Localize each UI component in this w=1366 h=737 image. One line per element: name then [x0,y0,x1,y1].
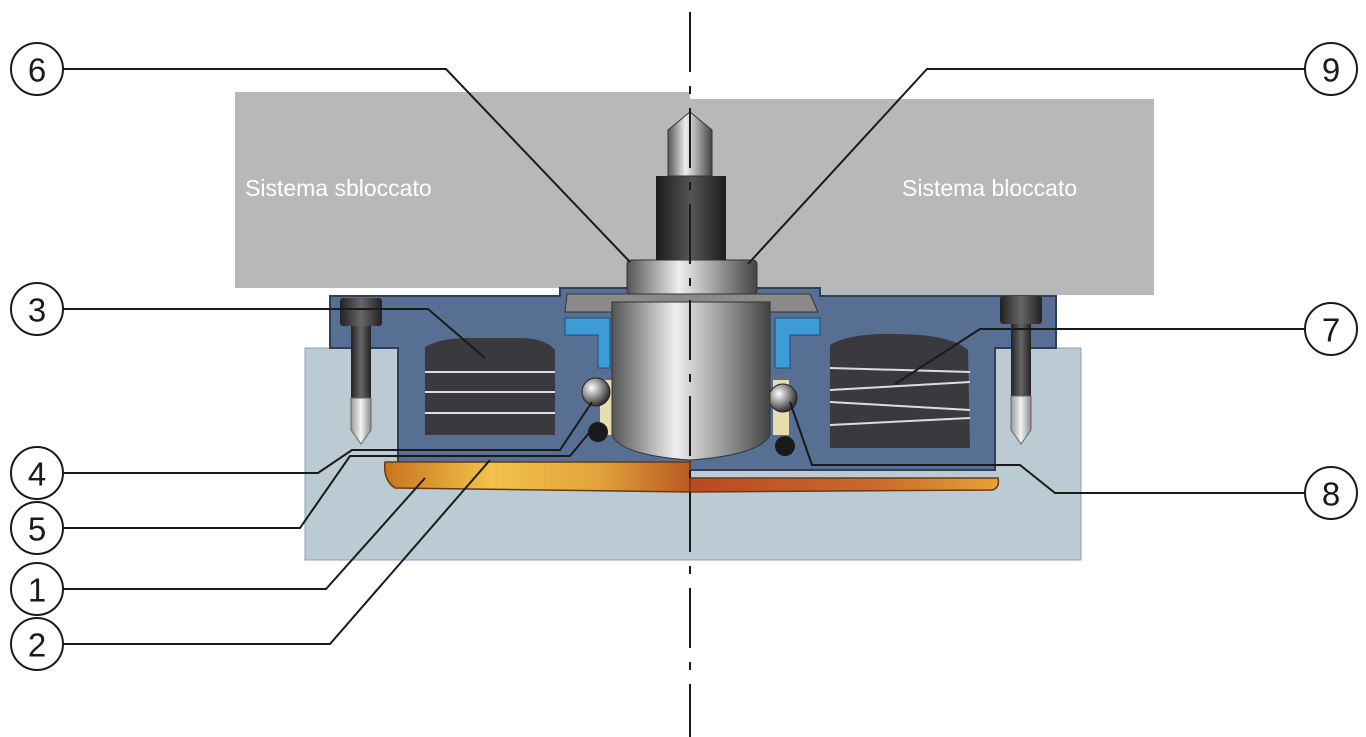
svg-text:9: 9 [1322,52,1340,89]
pallet-left [235,92,690,288]
callout-1: 1 [10,562,64,616]
callout-7: 7 [1304,302,1358,356]
svg-text:5: 5 [28,511,46,548]
right-panel-label: Sistema bloccato [902,175,1077,201]
lock-ball-left [581,377,611,407]
svg-text:8: 8 [1322,476,1340,513]
piston-chamber-right [689,477,1000,493]
spring-right [829,333,971,448]
callout-6: 6 [10,42,64,96]
svg-text:6: 6 [28,52,46,89]
callout-8: 8 [1304,466,1358,520]
callout-4: 4 [10,446,64,500]
callout-9: 9 [1304,42,1358,96]
svg-text:3: 3 [28,292,46,329]
seal-left [564,317,611,369]
leader-5 [63,421,599,529]
svg-text:7: 7 [1322,312,1340,349]
leader-6 [63,68,631,263]
leader-9 [747,68,1305,265]
seal-right [774,317,821,369]
leader-7 [894,328,1305,385]
spring-left [425,338,555,435]
oring-right [775,436,795,456]
svg-text:4: 4 [28,456,46,493]
leader-8 [789,401,1305,494]
leader-3 [63,308,486,359]
leader-4 [63,401,593,474]
callout-3: 3 [10,282,64,336]
bolt-right [1000,296,1042,445]
svg-text:2: 2 [28,627,46,664]
leader-2 [63,459,491,645]
bolt-left [340,298,382,445]
left-panel-label: Sistema sbloccato [245,175,432,201]
callout-5: 5 [10,501,64,555]
leader-1 [63,477,426,590]
pallet-right [690,99,1154,295]
piston-chamber-left [383,461,691,493]
callout-2: 2 [10,617,64,671]
svg-text:1: 1 [28,572,46,609]
